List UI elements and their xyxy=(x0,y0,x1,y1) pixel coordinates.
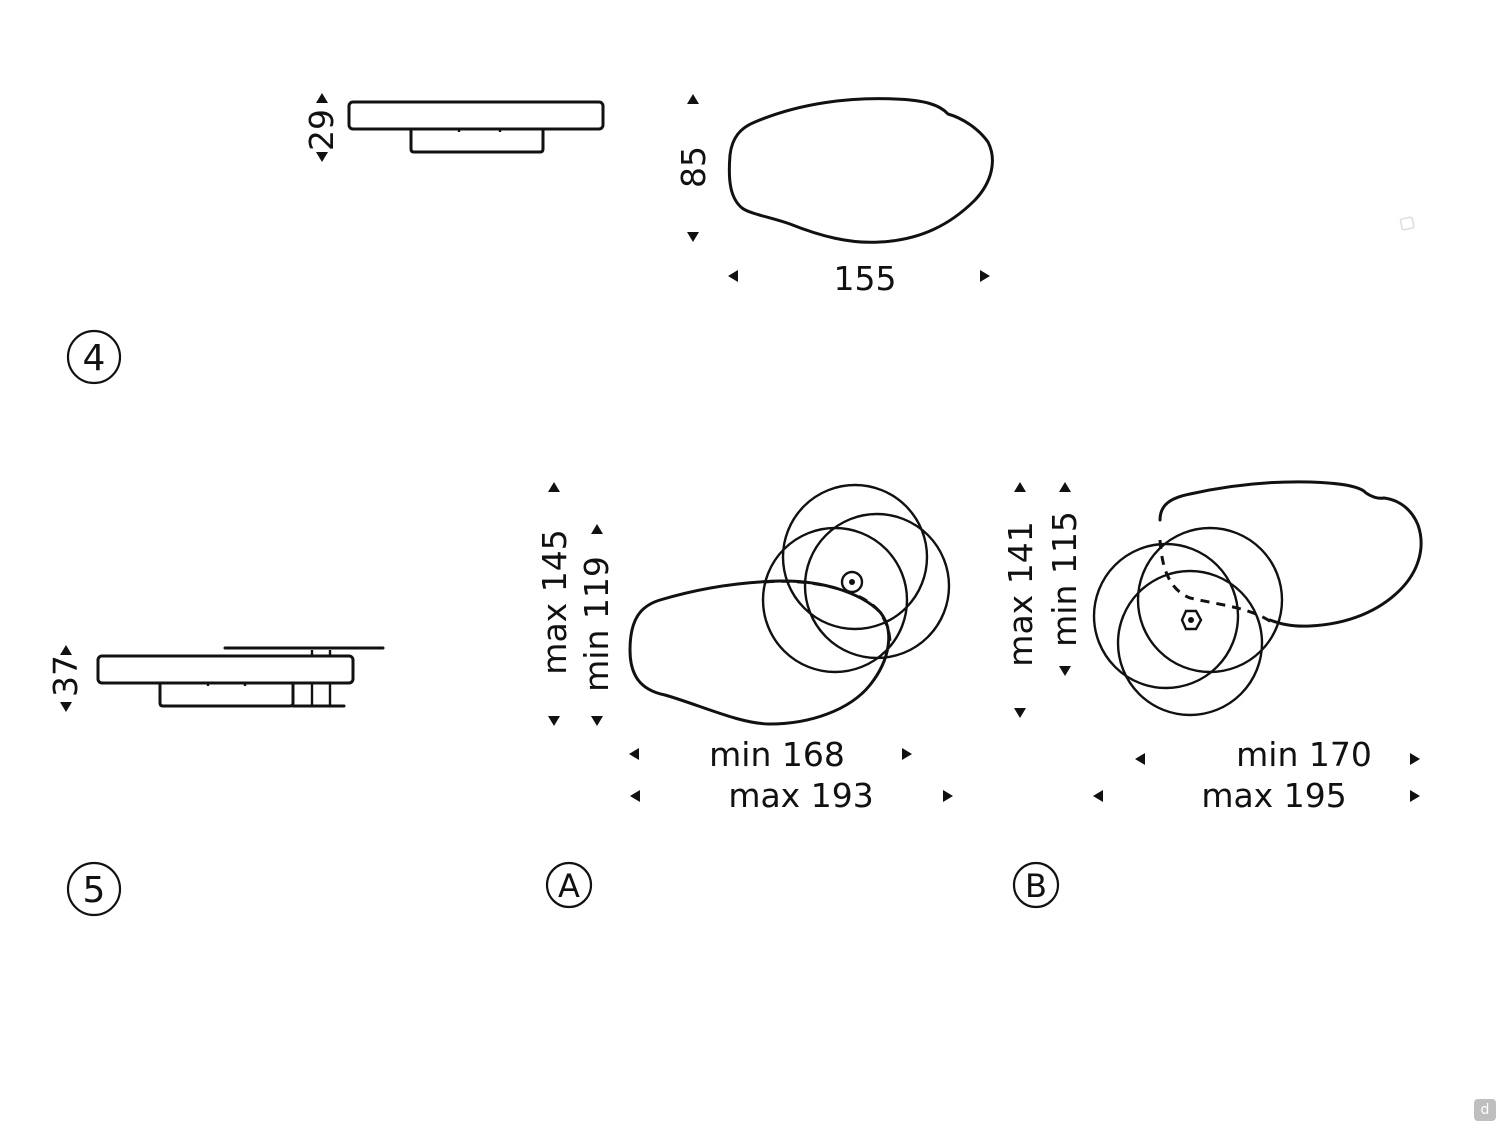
arrow-down-icon xyxy=(1059,666,1071,676)
arrow-up-icon xyxy=(60,645,72,655)
item-4-width-dimension: 155 xyxy=(728,259,990,298)
svg-text:5: 5 xyxy=(83,870,106,911)
config-b-width-max-dimension: max 195 xyxy=(1093,776,1420,815)
svg-text:B: B xyxy=(1025,867,1047,905)
config-b-height-max-dimension: max 141 xyxy=(1001,482,1040,718)
arrow-down-icon xyxy=(60,702,72,712)
config-a-marker: A xyxy=(545,861,593,909)
arrow-left-icon xyxy=(630,790,640,802)
item-4-height-dimension: 29 xyxy=(302,93,341,162)
item-5-height-dimension: 37 xyxy=(46,645,85,712)
item-4-depth-dimension: 85 xyxy=(674,94,713,242)
arrow-up-icon xyxy=(548,482,560,492)
arrow-down-icon xyxy=(548,716,560,726)
config-a-top-view xyxy=(628,483,951,726)
arrow-down-icon xyxy=(316,152,328,162)
arrow-right-icon xyxy=(902,748,912,760)
arrow-down-icon xyxy=(1014,708,1026,718)
arrow-left-icon xyxy=(1135,753,1145,765)
item-4-top-view xyxy=(727,97,994,244)
config-b-width-min-dimension: min 170 xyxy=(1135,735,1420,774)
config-a-width-min-dimension: min 168 xyxy=(629,735,912,774)
config-b-marker: B xyxy=(1012,861,1060,909)
pivot-icon xyxy=(1180,609,1203,631)
config-a-width-max-dimension: max 193 xyxy=(630,776,953,815)
config-a-width-max-label: max 193 xyxy=(728,776,873,815)
arrow-down-icon xyxy=(591,716,603,726)
item-4-height-label: 29 xyxy=(302,109,341,151)
svg-text:A: A xyxy=(558,867,580,905)
arrow-up-icon xyxy=(591,524,603,534)
config-b-height-max-label: max 141 xyxy=(1001,521,1040,666)
arrow-up-icon xyxy=(687,94,699,104)
config-a-width-min-label: min 168 xyxy=(709,735,845,774)
config-b-top-view xyxy=(1092,480,1423,717)
arrow-up-icon xyxy=(316,93,328,103)
svg-text:4: 4 xyxy=(83,338,106,379)
config-b-width-min-label: min 170 xyxy=(1236,735,1372,774)
item-5-marker: 5 xyxy=(66,861,122,917)
arrow-right-icon xyxy=(980,270,990,282)
arrow-up-icon xyxy=(1059,482,1071,492)
arrow-right-icon xyxy=(1410,790,1420,802)
item-5-side-view xyxy=(96,646,385,708)
config-a-height-max-dimension: max 145 xyxy=(535,482,574,726)
arrow-left-icon xyxy=(629,748,639,760)
decorative-square xyxy=(1399,216,1415,231)
item-4-depth-label: 85 xyxy=(674,146,713,188)
arrow-right-icon xyxy=(943,790,953,802)
watermark-badge: d xyxy=(1474,1099,1496,1121)
item-4-width-label: 155 xyxy=(834,259,897,298)
pivot-icon xyxy=(840,570,864,594)
arrow-left-icon xyxy=(1093,790,1103,802)
config-b-height-min-dimension: min 115 xyxy=(1045,482,1084,676)
arrow-right-icon xyxy=(1410,753,1420,765)
item-4-side-view xyxy=(347,100,605,154)
item-4-marker: 4 xyxy=(66,329,122,385)
config-b-width-max-label: max 195 xyxy=(1201,776,1346,815)
arrow-left-icon xyxy=(728,270,738,282)
item-5-height-label: 37 xyxy=(46,655,85,697)
config-a-height-min-label: min 119 xyxy=(577,556,616,692)
config-a-height-max-label: max 145 xyxy=(535,529,574,674)
config-a-height-min-dimension: min 119 xyxy=(577,524,616,726)
config-b-height-min-label: min 115 xyxy=(1045,511,1084,647)
arrow-down-icon xyxy=(687,232,699,242)
arrow-up-icon xyxy=(1014,482,1026,492)
